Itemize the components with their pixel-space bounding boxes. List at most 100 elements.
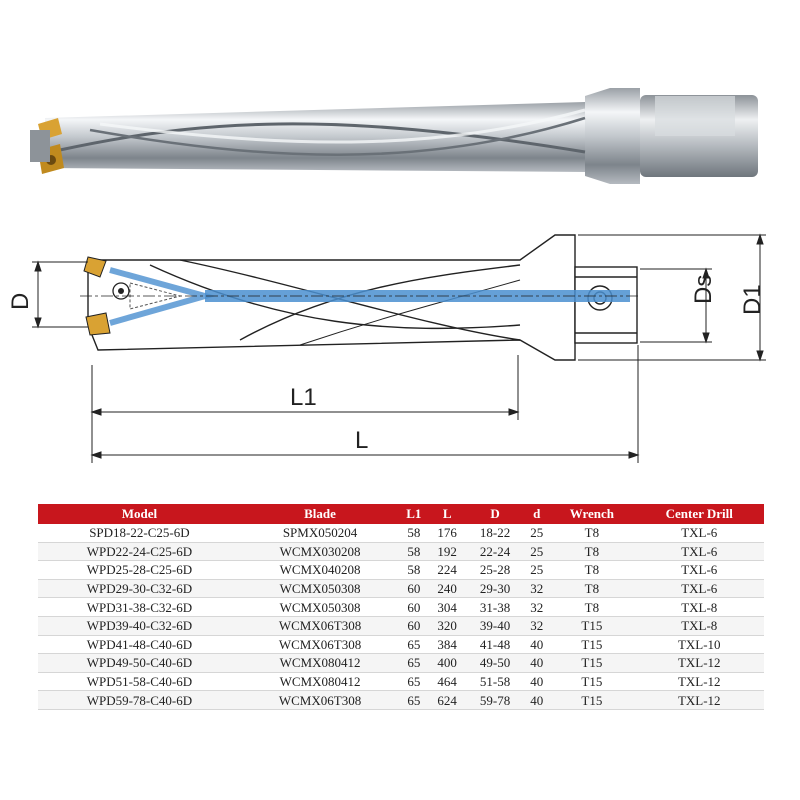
table-cell: T15 bbox=[549, 616, 635, 636]
table-cell: WCMX050308 bbox=[240, 597, 400, 617]
header-blade: Blade bbox=[240, 504, 400, 524]
header-model: Model bbox=[38, 504, 241, 524]
table-cell: 224 bbox=[428, 560, 466, 580]
table-cell: TXL-6 bbox=[634, 560, 764, 580]
header-l1: L1 bbox=[399, 504, 429, 524]
table-cell: 58 bbox=[399, 524, 429, 543]
photo-collar bbox=[585, 88, 640, 184]
table-cell: WPD39-40-C32-6D bbox=[38, 616, 241, 636]
table-cell: 65 bbox=[399, 672, 429, 692]
table-cell: T15 bbox=[549, 635, 635, 655]
table-cell: SPMX050204 bbox=[240, 524, 400, 543]
table-cell: T8 bbox=[549, 579, 635, 599]
drawing-shank bbox=[574, 266, 638, 344]
table-cell: 624 bbox=[428, 690, 466, 710]
table-cell: TXL-6 bbox=[634, 524, 764, 543]
table-cell: 32 bbox=[524, 579, 550, 599]
table-cell: 59-78 bbox=[465, 690, 525, 710]
table-cell: T15 bbox=[549, 672, 635, 692]
table-cell: 25 bbox=[524, 560, 550, 580]
table-cell: TXL-8 bbox=[634, 616, 764, 636]
table-cell: 65 bbox=[399, 635, 429, 655]
header-center-drill: Center Drill bbox=[634, 504, 764, 524]
table-cell: WPD51-58-C40-6D bbox=[38, 672, 241, 692]
table-cell: 32 bbox=[524, 597, 550, 617]
table-cell: TXL-12 bbox=[634, 672, 764, 692]
table-cell: 464 bbox=[428, 672, 466, 692]
table-cell: 25 bbox=[524, 542, 550, 562]
table-cell: TXL-8 bbox=[634, 597, 764, 617]
table-cell: 49-50 bbox=[465, 653, 525, 673]
table-cell: 400 bbox=[428, 653, 466, 673]
table-cell: WPD31-38-C32-6D bbox=[38, 597, 241, 617]
table-cell: WCMX030208 bbox=[240, 542, 400, 562]
table-cell: WCMX06T308 bbox=[240, 690, 400, 710]
header-l: L bbox=[428, 504, 466, 524]
table-cell: WCMX080412 bbox=[240, 653, 400, 673]
table-cell: WPD41-48-C40-6D bbox=[38, 635, 241, 655]
table-cell: TXL-10 bbox=[634, 635, 764, 655]
table-cell: T15 bbox=[549, 653, 635, 673]
table-cell: 40 bbox=[524, 635, 550, 655]
header-d: D bbox=[465, 504, 525, 524]
dim-label-d: D bbox=[7, 293, 34, 310]
dim-label-l1: L1 bbox=[290, 384, 317, 411]
header-wrench: Wrench bbox=[549, 504, 635, 524]
drawing-insert-bottom bbox=[85, 312, 111, 336]
table-cell: 58 bbox=[399, 542, 429, 562]
table-cell: T15 bbox=[549, 690, 635, 710]
table-cell: T8 bbox=[549, 524, 635, 543]
table-cell: WPD59-78-C40-6D bbox=[38, 690, 241, 710]
technical-drawing: D L1 L Ds D1 bbox=[7, 233, 766, 463]
drill-photo bbox=[30, 88, 758, 184]
table-cell: 320 bbox=[428, 616, 466, 636]
table-cell: SPD18-22-C25-6D bbox=[38, 524, 241, 543]
table-cell: 51-58 bbox=[465, 672, 525, 692]
table-cell: 384 bbox=[428, 635, 466, 655]
table-cell: 60 bbox=[399, 616, 429, 636]
table-cell: 176 bbox=[428, 524, 466, 543]
table-cell: WPD29-30-C32-6D bbox=[38, 579, 241, 599]
table-cell: 58 bbox=[399, 560, 429, 580]
drawing-insert-top bbox=[83, 256, 107, 278]
table-cell: 32 bbox=[524, 616, 550, 636]
table-cell: 40 bbox=[524, 672, 550, 692]
table-cell: WCMX06T308 bbox=[240, 635, 400, 655]
table-cell: 31-38 bbox=[465, 597, 525, 617]
table-cell: T8 bbox=[549, 597, 635, 617]
table-cell: TXL-6 bbox=[634, 542, 764, 562]
table-cell: 18-22 bbox=[465, 524, 525, 543]
table-cell: 40 bbox=[524, 690, 550, 710]
table-cell: WPD49-50-C40-6D bbox=[38, 653, 241, 673]
photo-flute bbox=[59, 122, 586, 154]
header-d-small: d bbox=[524, 504, 550, 524]
table-cell: 29-30 bbox=[465, 579, 525, 599]
table-cell: 40 bbox=[524, 653, 550, 673]
table-cell: T8 bbox=[549, 560, 635, 580]
table-cell: T8 bbox=[549, 542, 635, 562]
table-cell: WCMX040208 bbox=[240, 560, 400, 580]
table-cell: 192 bbox=[428, 542, 466, 562]
table-cell: TXL-6 bbox=[634, 579, 764, 599]
dim-label-d1: D1 bbox=[739, 284, 766, 315]
table-cell: WPD25-28-C25-6D bbox=[38, 560, 241, 580]
table-cell: 39-40 bbox=[465, 616, 525, 636]
table-cell: 22-24 bbox=[465, 542, 525, 562]
table-cell: WCMX080412 bbox=[240, 672, 400, 692]
table-cell: 41-48 bbox=[465, 635, 525, 655]
table-cell: WPD22-24-C25-6D bbox=[38, 542, 241, 562]
table-cell: TXL-12 bbox=[634, 653, 764, 673]
spec-table: Model Blade L1 L D d Wrench Center Drill… bbox=[38, 504, 764, 710]
table-cell: 65 bbox=[399, 653, 429, 673]
table-cell: 60 bbox=[399, 579, 429, 599]
table-cell: TXL-12 bbox=[634, 690, 764, 710]
